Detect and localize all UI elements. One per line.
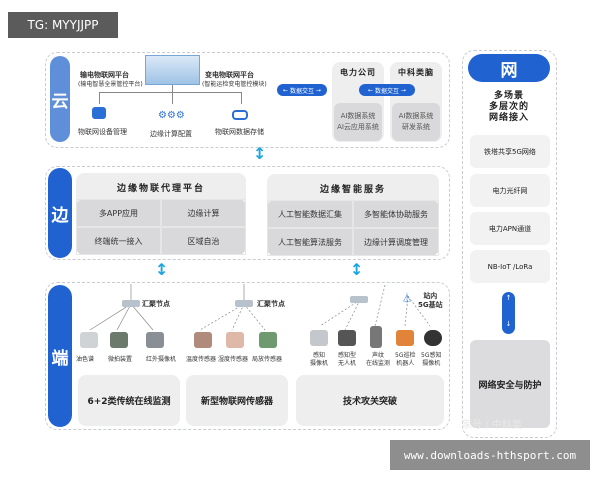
- network-tag: 网: [468, 54, 550, 82]
- edge-proxy-grid: 多APP应用边缘计算终端统一接入区域自治: [76, 199, 246, 255]
- device-label: 感知 摄像机: [310, 352, 329, 367]
- platform-right-sub: (智能运检变电管控模块): [202, 81, 267, 88]
- edge-service-item: 人工智能数据汇集: [267, 200, 353, 228]
- aggregation-node-label: 汇聚节点: [142, 300, 170, 308]
- infrared-camera-device: [146, 332, 164, 348]
- device-label: 油色谱: [76, 356, 95, 363]
- cloud-item: 边缘计算配置: [150, 130, 192, 138]
- cloud-item: 物联网设备管理: [78, 128, 127, 136]
- connector: [99, 92, 100, 104]
- inspection-robot: [396, 330, 414, 346]
- double-arrow-icon: ↕: [253, 144, 267, 163]
- device-label: 湿度传感器: [218, 356, 249, 363]
- temperature-sensor: [194, 332, 212, 348]
- platform-screenshot: [145, 55, 200, 85]
- connector: [172, 85, 173, 104]
- network-security-card: 网络安全与防护: [470, 340, 550, 428]
- cloud-item: 物联网数据存储: [215, 128, 264, 136]
- connector: [99, 92, 241, 93]
- aggregation-node-label: 汇聚节点: [257, 300, 285, 308]
- edge-service-item: 边缘计算调度管理: [353, 228, 439, 256]
- humidity-sensor: [226, 332, 244, 348]
- router-icon: [122, 300, 140, 307]
- sensing-camera: [310, 330, 328, 346]
- edge-tag: 边: [48, 168, 72, 258]
- network-item: 电力APN通道: [470, 212, 550, 245]
- acoustic-monitor: [370, 326, 382, 348]
- network-title: 多场景 多层次的 网络接入: [488, 91, 529, 123]
- data-exchange-arrow: ← 数据交互 →: [359, 84, 415, 96]
- network-item: NB-IoT /LoRa: [470, 250, 550, 283]
- 5g-station-label: 站内 5G基站: [418, 292, 443, 309]
- device-label: 微拍装置: [108, 356, 133, 363]
- drone: [338, 330, 356, 346]
- router-icon: [235, 300, 253, 307]
- edge-service-item: 人工智能算法服务: [267, 228, 353, 256]
- antenna-icon: ⏃: [402, 294, 412, 305]
- storage-icon: [232, 110, 248, 120]
- edge-service-item: 多智能体协助服务: [353, 200, 439, 228]
- edge-proxy-item: 边缘计算: [161, 199, 246, 227]
- device-label: 5G感知 摄像机: [421, 352, 442, 367]
- vertical-double-arrow-icon: ↑↓: [502, 292, 515, 334]
- platform-left-sub: (输电智慧全景管控平台): [78, 81, 143, 88]
- company-systems: AI数据系统研发系统: [392, 103, 440, 141]
- edge-proxy-item: 终端统一接入: [76, 227, 161, 255]
- 5g-camera: [424, 330, 442, 346]
- category-card: 新型物联网传感器: [186, 375, 288, 426]
- platform-left-title: 输电物联网平台: [80, 71, 129, 79]
- data-exchange-arrow: ← 数据交互 →: [277, 84, 327, 96]
- faint-watermark: 家号 / 中科类: [462, 420, 522, 431]
- platform-right-title: 变电物联网平台: [205, 71, 254, 79]
- device-label: 声纹 在线监测: [366, 352, 391, 367]
- router-icon: [350, 296, 368, 303]
- double-arrow-icon: ↕: [155, 260, 169, 279]
- device-label: 温度传感器: [186, 356, 217, 363]
- edge-service-grid: 人工智能数据汇集多智能体协助服务人工智能算法服务边缘计算调度管理: [267, 200, 439, 256]
- gears-icon: ⚙⚙⚙: [158, 110, 185, 121]
- company-name: 电力公司: [340, 68, 376, 77]
- network-item: 铁塔共享5G网络: [470, 135, 550, 168]
- partial-discharge-sensor: [259, 332, 277, 348]
- device-label: 局放传感器: [252, 356, 283, 363]
- edge-proxy-title: 边缘物联代理平台: [116, 184, 205, 194]
- cloud-tag: 云: [50, 56, 70, 142]
- category-card: 技术攻关突破: [296, 375, 444, 426]
- company-name: 中科类脑: [398, 68, 434, 77]
- end-tag: 端: [48, 285, 72, 427]
- watermark-top: TG: MYYJJPP: [8, 12, 118, 38]
- double-arrow-icon: ↕: [350, 260, 364, 279]
- category-card: 6+2类传统在线监测: [78, 375, 180, 426]
- device-label: 5G巡检 机器人: [395, 352, 416, 367]
- oil-chromatography-device: [80, 332, 98, 348]
- connector: [241, 92, 242, 104]
- micro-camera-device: [110, 332, 128, 348]
- device-management-icon: [92, 107, 106, 119]
- edge-service-title: 边缘智能服务: [319, 185, 386, 195]
- watermark-bottom: www.downloads-hthsport.com: [390, 440, 590, 470]
- device-label: 红外摄像机: [146, 356, 177, 363]
- network-item: 电力光纤网: [470, 174, 550, 207]
- device-label: 感知型 无人机: [338, 352, 357, 367]
- edge-proxy-item: 多APP应用: [76, 199, 161, 227]
- edge-proxy-item: 区域自治: [161, 227, 246, 255]
